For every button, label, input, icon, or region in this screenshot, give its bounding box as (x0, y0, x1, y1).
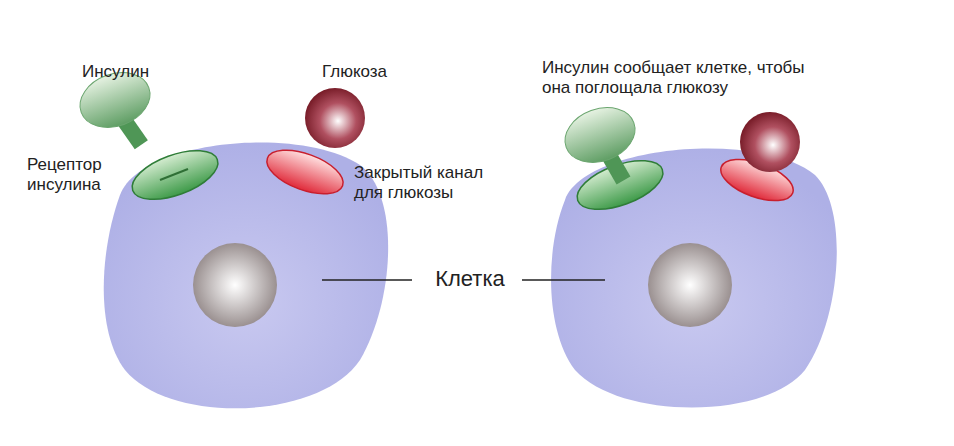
glucose-channel (261, 141, 348, 202)
channel-label: Закрытый канал для глюкозы (354, 163, 504, 203)
receptor-slot (160, 169, 188, 180)
action-label: Инсулин сообщает клетке, чтобы она погло… (542, 58, 810, 98)
leader-line (322, 279, 412, 281)
receptor-label: Рецептор инсулина (27, 155, 127, 195)
cell-label: Клетка (415, 266, 525, 292)
glucose (305, 88, 365, 148)
glucose (740, 112, 800, 172)
nucleus (193, 243, 277, 327)
nucleus (648, 243, 732, 327)
insulin (557, 98, 642, 171)
insulin-label: Инсулин (82, 62, 202, 82)
leader-line (522, 279, 605, 281)
cell-body (551, 149, 837, 408)
insulin-receptor (126, 141, 224, 209)
glucose-label: Глюкоза (322, 62, 442, 82)
